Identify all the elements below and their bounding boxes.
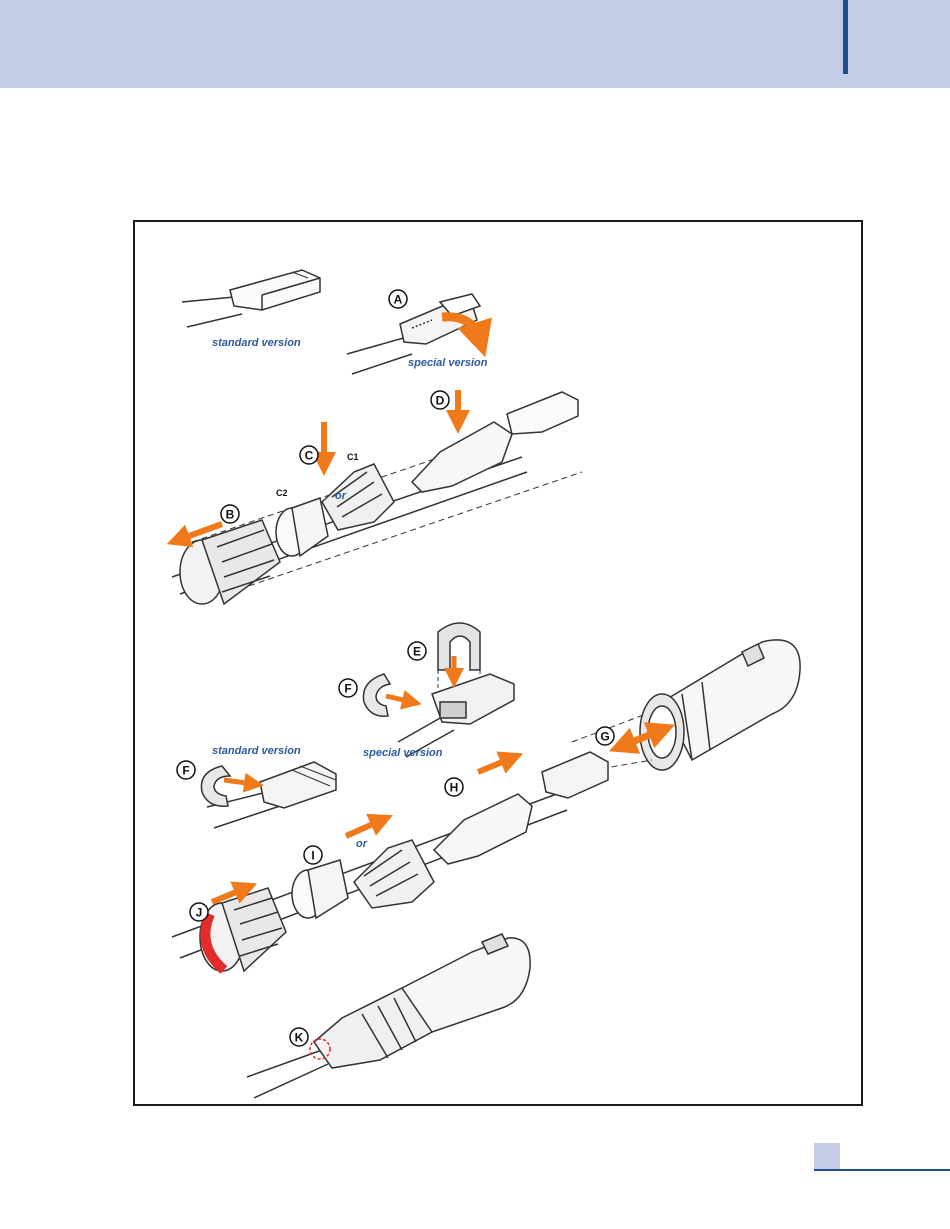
label-k: K bbox=[290, 1028, 308, 1046]
svg-text:E: E bbox=[413, 645, 421, 659]
assembly-diagram-frame: standard version A special version bbox=[133, 220, 863, 1106]
svg-text:D: D bbox=[436, 394, 445, 408]
label-g: G bbox=[596, 727, 614, 745]
label-e: E bbox=[408, 642, 426, 660]
assembled-connector bbox=[247, 934, 530, 1098]
svg-text:K: K bbox=[295, 1031, 304, 1045]
label-i: I bbox=[304, 846, 322, 864]
svg-text:I: I bbox=[311, 849, 314, 863]
standard-version-f bbox=[201, 762, 336, 828]
caption-standard-version-top: standard version bbox=[212, 337, 301, 349]
header-rule bbox=[843, 0, 848, 74]
caption-standard-version-mid: standard version bbox=[212, 745, 301, 757]
svg-text:B: B bbox=[226, 508, 235, 522]
arrow-i bbox=[346, 820, 382, 836]
label-j: J bbox=[190, 903, 208, 921]
footer-rule bbox=[814, 1169, 950, 1171]
footer-square bbox=[814, 1143, 840, 1169]
svg-text:F: F bbox=[344, 682, 351, 696]
label-c2: C2 bbox=[276, 488, 288, 498]
exploded-assembly-2 bbox=[172, 752, 608, 971]
svg-text:F: F bbox=[182, 764, 189, 778]
label-a: A bbox=[389, 290, 407, 308]
exploded-assembly-1 bbox=[172, 392, 582, 604]
standard-plug-top bbox=[182, 270, 320, 327]
caption-or-2: or bbox=[356, 838, 368, 850]
svg-text:H: H bbox=[450, 781, 459, 795]
svg-text:J: J bbox=[196, 906, 203, 920]
label-b: B bbox=[221, 505, 239, 523]
caption-special-version-top: special version bbox=[408, 357, 488, 369]
svg-text:A: A bbox=[394, 293, 403, 307]
svg-text:C: C bbox=[305, 449, 314, 463]
arrow-f-special bbox=[386, 696, 412, 702]
label-f-standard: F bbox=[177, 761, 195, 779]
svg-text:G: G bbox=[600, 730, 609, 744]
connector-shell bbox=[572, 640, 800, 772]
caption-or-1: or bbox=[335, 490, 347, 502]
label-c1: C1 bbox=[347, 452, 359, 462]
label-d: D bbox=[431, 391, 449, 409]
caption-special-version-mid: special version bbox=[363, 747, 443, 759]
label-f-special: F bbox=[339, 679, 357, 697]
label-h: H bbox=[445, 778, 463, 796]
arrow-h bbox=[478, 758, 512, 772]
header-band bbox=[0, 0, 950, 88]
assembly-diagram: standard version A special version bbox=[135, 222, 865, 1108]
label-c: C bbox=[300, 446, 318, 464]
special-version-e-f bbox=[363, 623, 514, 757]
arrow-f-standard bbox=[224, 780, 254, 784]
